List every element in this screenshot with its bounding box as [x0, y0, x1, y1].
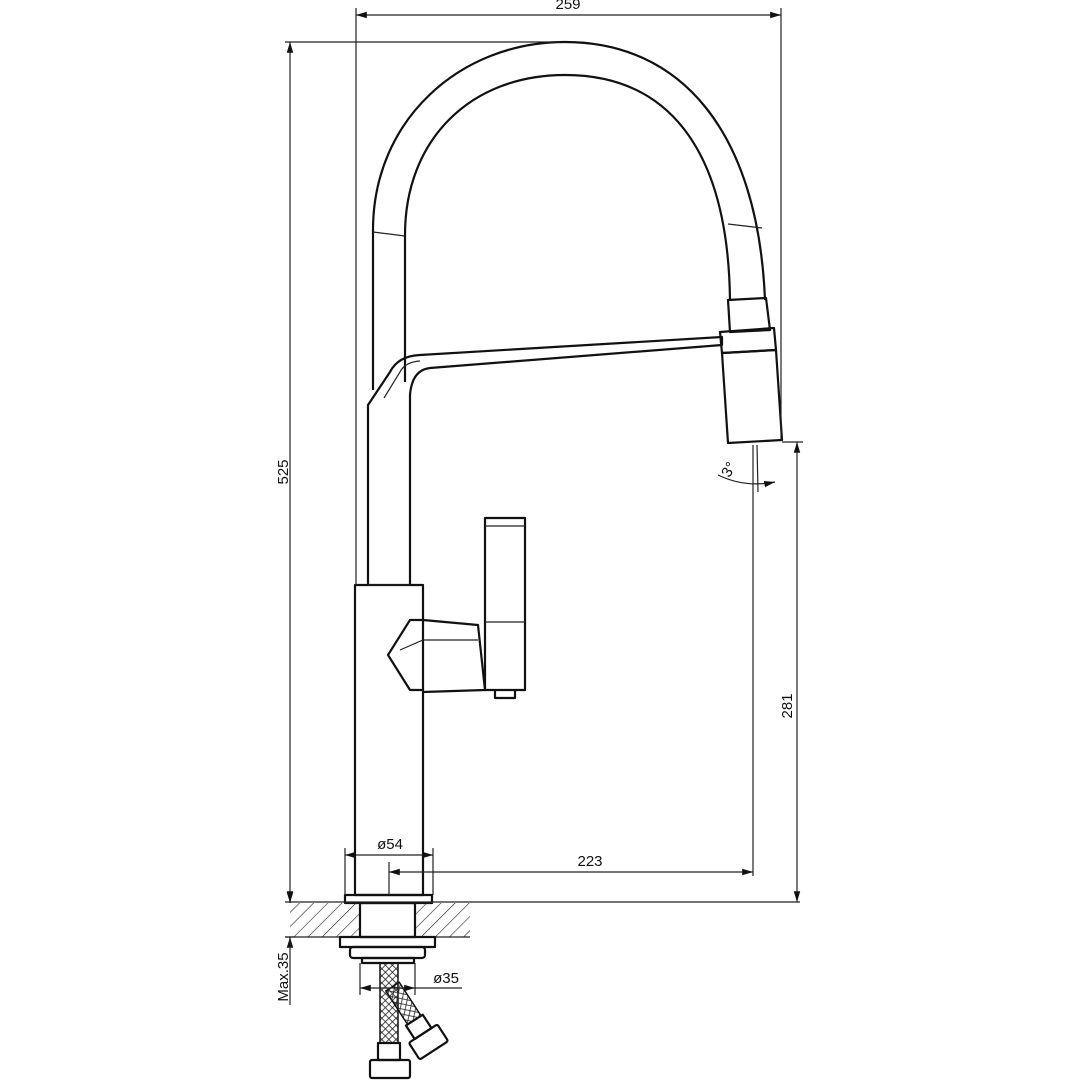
dim-overall-height: 525 — [275, 459, 292, 484]
dim-overall-width: 259 — [555, 0, 580, 13]
dim-spout-reach: 223 — [577, 853, 602, 870]
dim-max-counter-thickness: Max.35 — [275, 952, 292, 1001]
dim-spout-height: 281 — [779, 693, 796, 718]
lever-handle — [483, 516, 527, 692]
cartridge — [386, 618, 423, 692]
dimensions: 259 525 281 223 3° ø54 ø35 Max.3 — [275, 0, 803, 1005]
spray-head — [718, 296, 784, 445]
dim-hole-diameter: ø35 — [433, 970, 459, 987]
faucet — [343, 40, 784, 905]
dim-base-diameter: ø54 — [377, 836, 403, 853]
hose-arc-inner — [403, 73, 732, 382]
hose-arc-outer — [371, 40, 767, 390]
neck — [366, 335, 724, 585]
countertop — [285, 901, 470, 965]
